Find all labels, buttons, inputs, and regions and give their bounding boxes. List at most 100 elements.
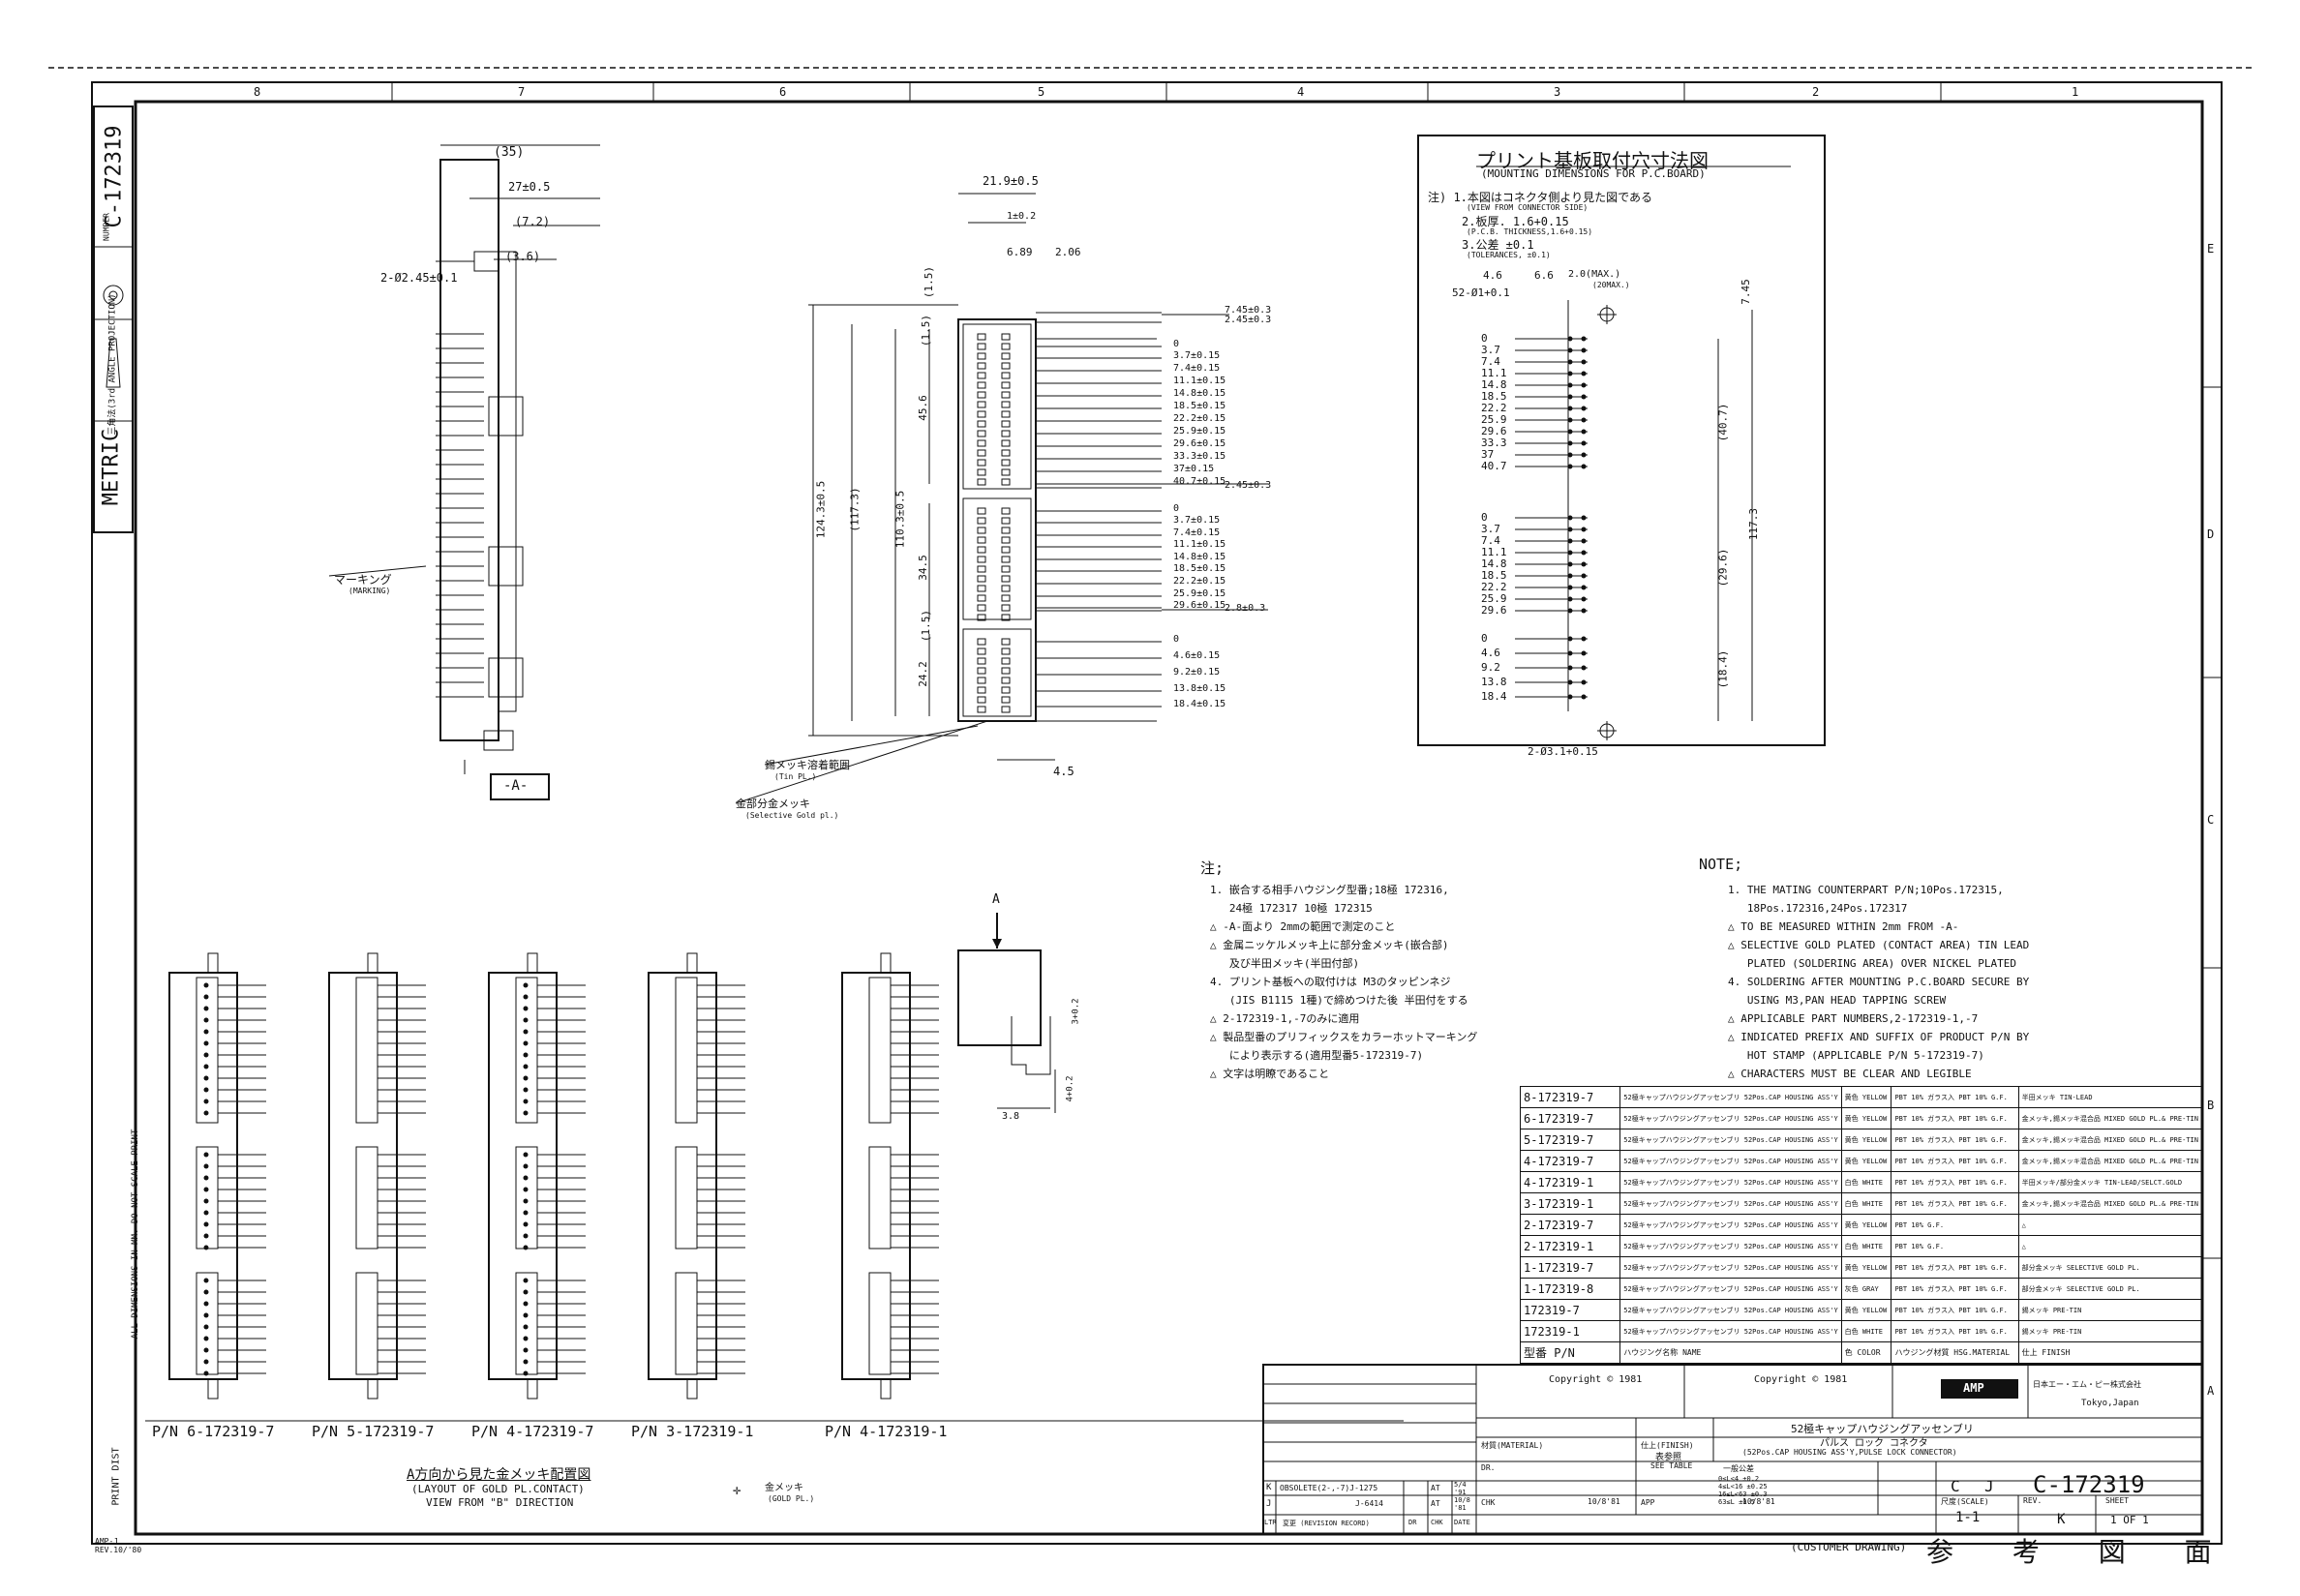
pcb-hole — [1567, 417, 1573, 423]
layout-housing — [168, 972, 238, 1380]
pcb-hole — [1581, 596, 1587, 602]
note-line: USING M3,PAN HEAD TAPPING SCREW — [1728, 994, 1947, 1007]
pcb-hole — [1581, 679, 1587, 685]
pcb-note: 注) 1.本図はコネクタ側より見た図である — [1428, 191, 1653, 204]
layout-contact-block — [675, 1146, 698, 1250]
contact-pad — [977, 352, 986, 360]
table-cell-color: 白色 WHITE — [1840, 1192, 1892, 1215]
dim-text: 18.5±0.15 — [1173, 563, 1226, 574]
copyright-right: Copyright © 1981 — [1754, 1374, 1848, 1385]
contact-pad — [1001, 536, 1011, 544]
pcb-hole — [1567, 527, 1573, 532]
pcb-title: プリント基板取付穴寸法図 — [1476, 149, 1709, 172]
gold-dot — [203, 1336, 209, 1341]
table-cell-pn: 4-172319-1 — [1519, 1171, 1621, 1193]
projection-cone-icon — [106, 338, 121, 388]
gold-dot — [523, 1006, 529, 1011]
dim-text: 25.9±0.15 — [1173, 588, 1226, 599]
gold-dot — [203, 1052, 209, 1058]
gold-dot — [523, 1359, 529, 1365]
detail-a-label: A — [992, 892, 1000, 907]
table-cell-finish: 金メッキ,錫メッキ混合品 MIXED GOLD PL.& PRE-TIN — [2017, 1107, 2203, 1129]
sheet-value: 1 OF 1 — [2110, 1514, 2149, 1526]
dim-text: 2-Ø2.45±0.1 — [380, 271, 458, 285]
dim-text: 25.9±0.15 — [1173, 426, 1226, 437]
side-view — [328, 144, 600, 800]
dim-text: 1±0.2 — [1007, 211, 1037, 222]
print-dist: PRINT DIST — [110, 1447, 122, 1506]
dim-text: 27±0.5 — [508, 180, 551, 194]
table-cell-finish: 金メッキ,錫メッキ混合品 MIXED GOLD PL.& PRE-TIN — [2017, 1129, 2203, 1151]
contact-pad — [1001, 352, 1011, 360]
notes-en: 1. THE MATING COUNTERPART P/N;10Pos.1723… — [1728, 881, 2029, 1083]
pcb-mount-hole-label: 2-Ø3.1+0.15 — [1528, 745, 1598, 758]
gold-dot — [203, 1233, 209, 1239]
table-cell-material: PBT 10% ガラス入 PBT 10% G.F. — [1891, 1150, 2019, 1172]
front-view-contacts — [977, 312, 1162, 713]
amp-logo — [1941, 1379, 2018, 1399]
dim-text: 3.7±0.15 — [1173, 515, 1221, 526]
pcb-hole — [1581, 561, 1587, 567]
layout-tab — [880, 1378, 892, 1400]
layout-caption-en2: VIEW FROM "B" DIRECTION — [426, 1496, 574, 1509]
contact-pad — [977, 546, 986, 554]
zone-label: 8 — [254, 85, 261, 99]
layout-caption: A方向から見た金メッキ配置図 — [407, 1467, 591, 1483]
layout-contact-block — [515, 1272, 538, 1375]
layout-contact-block — [868, 977, 892, 1124]
gold-dot — [523, 994, 529, 1000]
scale-value: 1-1 — [1955, 1510, 1981, 1525]
gold-dot — [523, 1245, 529, 1250]
pcb-hole — [1581, 515, 1587, 521]
contact-pad — [977, 420, 986, 428]
pcb-layout — [1567, 300, 1753, 740]
table-cell-name: 52極キャップハウジングアッセンブリ 52Pos.CAP HOUSING ASS… — [1619, 1256, 1842, 1279]
layout-contact-block — [675, 977, 698, 1124]
layout-contact-block — [675, 1272, 698, 1375]
table-cell-pn: 3-172319-1 — [1519, 1192, 1621, 1215]
gold-dot — [523, 1233, 529, 1239]
contact-pad — [1001, 401, 1011, 408]
table-cell-material: PBT 10% ガラス入 PBT 10% G.F. — [1891, 1256, 2019, 1279]
table-cell-material: PBT 10% ガラス入 PBT 10% G.F. — [1891, 1171, 2019, 1193]
contact-pad — [977, 343, 986, 350]
table-cell-name: 52極キャップハウジングアッセンブリ 52Pos.CAP HOUSING ASS… — [1619, 1171, 1842, 1193]
gold-dot — [523, 1370, 529, 1376]
zone-label: 3 — [1554, 85, 1561, 99]
contact-pad — [1001, 362, 1011, 370]
note-line: △ -A-面より 2mmの範囲で測定のこと — [1210, 920, 1396, 933]
gold-dot — [203, 1370, 209, 1376]
contact-pad — [1001, 614, 1011, 621]
rev-value: K — [2057, 1512, 2066, 1527]
pcb-hole — [1581, 336, 1587, 342]
note-line: △ 製品型番のプリフィックスをカラーホットマーキング — [1210, 1031, 1478, 1043]
contact-pad — [977, 362, 986, 370]
contact-pad — [1001, 381, 1011, 389]
layout-contact-block — [196, 977, 219, 1124]
check-label: CHK — [1481, 1498, 1496, 1507]
contact-pad — [977, 333, 986, 341]
contact-pad — [977, 507, 986, 515]
table-cell-material: PBT 10% ガラス入 PBT 10% G.F. — [1891, 1192, 2019, 1215]
layout-tab — [367, 1378, 378, 1400]
table-cell-finish: 錫メッキ PRE-TIN — [2017, 1320, 2203, 1342]
rev-header: DATE — [1454, 1519, 1470, 1526]
rev-desc: OBSOLETE(2-,-7)J-1275 — [1280, 1484, 1378, 1492]
zone-label: C — [2207, 813, 2215, 827]
pcb-dim: 0 — [1481, 511, 1488, 524]
contact-pad — [1001, 410, 1011, 418]
dim-text: 22.2±0.15 — [1173, 576, 1226, 587]
drawn-label: DR. — [1481, 1463, 1496, 1472]
sheet-label: SHEET — [2105, 1496, 2130, 1505]
dim-text: 0 — [1173, 339, 1180, 349]
dim-text: 24.2 — [916, 661, 929, 687]
dim-text: 3.7±0.15 — [1173, 350, 1221, 361]
contact-pad — [1001, 594, 1011, 602]
pcb-dim: 3.7 — [1481, 344, 1500, 356]
layout-housing — [648, 972, 717, 1380]
pcb-hole — [1567, 336, 1573, 342]
